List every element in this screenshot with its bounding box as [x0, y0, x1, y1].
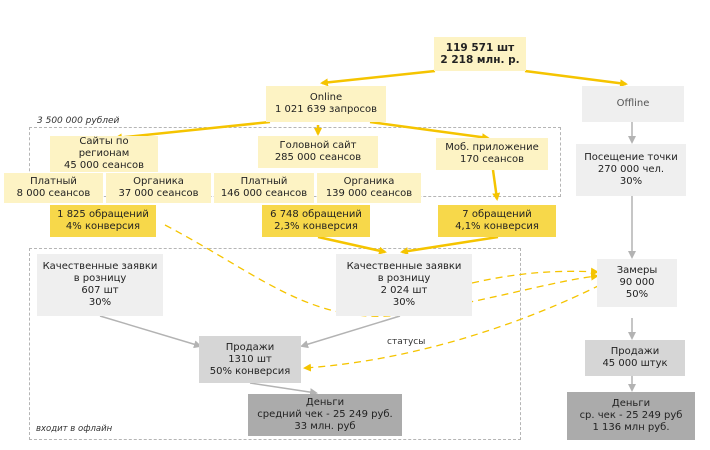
conv-mobile-line1: 7 обращений: [462, 209, 532, 220]
leads-retail-mid-line3: 2 024 шт: [380, 285, 428, 296]
leads-retail-left-line1: Качественные заявки: [42, 261, 158, 272]
conv-regions-line2: 4% конверсия: [65, 221, 141, 232]
offline-included-frame: [29, 248, 521, 440]
paid-regions-node: Платный 8 000 сеансов: [4, 173, 103, 203]
conv-main-line1: 6 748 обращений: [270, 209, 362, 220]
paid-main-line1: Платный: [240, 176, 288, 187]
sales-offline-line2: 45 000 штук: [602, 358, 668, 369]
arrow-leads-to-measurements: [471, 267, 599, 284]
organic-main-line2: 139 000 сеансов: [325, 188, 413, 199]
offline-note: входит в офлайн: [36, 424, 113, 434]
measurements-line3: 50%: [625, 289, 649, 300]
measurements-node: Замеры 90 000 50%: [597, 259, 677, 307]
arrow-leads-left-to-sales: [99, 315, 202, 349]
sales-offline-node: Продажи 45 000 штук: [585, 340, 685, 376]
arrow-sales-to-money: [249, 382, 318, 397]
statuses-label: статусы: [387, 337, 426, 347]
paid-main-node: Платный 146 000 сеансов: [214, 173, 314, 203]
money-online-line3: 33 млн. руб: [294, 421, 356, 432]
mobile-app-line2: 170 сеансов: [459, 154, 525, 165]
total-line1: 119 571 шт: [445, 42, 515, 54]
organic-regions-line1: Органика: [133, 176, 184, 187]
arrow-online-mobile: [369, 120, 490, 142]
arrow-leads-mid-to-sales: [300, 315, 401, 349]
arrow-main-conv-to-leads: [317, 235, 387, 255]
measurements-line2: 90 000: [619, 277, 655, 288]
organic-main-node: Органика 139 000 сеансов: [317, 173, 421, 203]
money-offline-node: Деньги ср. чек - 25 249 руб 1 136 млн ру…: [567, 392, 695, 440]
leads-retail-left-node: Качественные заявки в розницу 607 шт 30%: [37, 254, 163, 316]
leads-retail-mid-node: Качественные заявки в розницу 2 024 шт 3…: [336, 254, 472, 316]
total-line2: 2 218 млн. р.: [440, 54, 520, 66]
mobile-app-line1: Моб. приложение: [445, 142, 539, 153]
online-node: Online 1 021 639 запросов: [266, 86, 386, 122]
visit-point-line1: Посещение точки: [584, 152, 678, 163]
money-offline-line2: ср. чек - 25 249 руб: [579, 410, 683, 421]
mobile-app-node: Моб. приложение 170 сеансов: [436, 138, 548, 170]
leads-retail-mid-line2: в розницу: [377, 273, 431, 284]
money-online-line2: средний чек - 25 249 руб.: [257, 409, 393, 420]
regions-site-node: Сайты по регионам 45 000 сеансов: [50, 136, 158, 172]
main-site-line2: 285 000 сеансов: [274, 152, 362, 163]
organic-regions-node: Органика 37 000 сеансов: [106, 173, 211, 203]
organic-regions-line2: 37 000 сеансов: [118, 188, 199, 199]
conv-regions-line1: 1 825 обращений: [57, 209, 149, 220]
arrow-online-regions: [114, 120, 271, 142]
sales-offline-line1: Продажи: [610, 346, 660, 357]
conv-mobile-line2: 4,1% конверсия: [455, 221, 539, 232]
visit-point-line3: 30%: [619, 176, 643, 187]
main-site-line1: Головной сайт: [279, 140, 357, 151]
online-line2: 1 021 639 запросов: [274, 104, 378, 115]
money-offline-line3: 1 136 млн руб.: [592, 422, 670, 433]
arrow-mobile-conv-to-leads: [400, 235, 499, 256]
measurements-line1: Замеры: [616, 265, 658, 276]
arrow-total-offline: [524, 69, 628, 88]
main-site-node: Головной сайт 285 000 сеансов: [258, 136, 378, 168]
sales-online-node: Продажи 1310 шт 50% конверсия: [199, 336, 301, 383]
conv-main-node: 6 748 обращений 2,3% конверсия: [262, 205, 370, 237]
offline-line1: Offline: [616, 98, 650, 109]
organic-main-line1: Органика: [343, 176, 395, 187]
sales-online-line3: 50% конверсия: [209, 365, 291, 377]
money-online-line1: Деньги: [305, 397, 345, 408]
offline-node: Offline: [582, 86, 684, 122]
paid-main-line2: 146 000 сеансов: [220, 188, 308, 199]
online-line1: Online: [309, 92, 343, 103]
visit-point-line2: 270 000 чел.: [597, 164, 665, 175]
regions-site-line2: регионам: [78, 148, 130, 159]
leads-retail-left-line2: в розницу: [73, 273, 127, 284]
regions-site-line3: 45 000 сеансов: [64, 160, 144, 171]
paid-regions-line2: 8 000 сеансов: [16, 188, 91, 199]
arrow-mobile-conv: [491, 169, 501, 201]
sales-online-line1: Продажи: [225, 341, 275, 353]
sales-online-line2: 1310 шт: [228, 353, 272, 365]
arrow-total-online: [320, 69, 436, 87]
leads-retail-mid-line4: 30%: [392, 297, 416, 308]
budget-note: 3 500 000 рублей: [37, 116, 120, 126]
leads-retail-left-line3: 607 шт: [81, 285, 119, 296]
conv-mobile-node: 7 обращений 4,1% конверсия: [438, 205, 556, 237]
regions-site-line1: Сайты по: [79, 136, 129, 147]
total-node: 119 571 шт 2 218 млн. р.: [434, 37, 526, 71]
visit-point-node: Посещение точки 270 000 чел. 30%: [576, 144, 686, 196]
leads-retail-mid-line1: Качественные заявки: [346, 261, 462, 272]
conv-main-line2: 2,3% конверсия: [274, 221, 358, 232]
paid-regions-line1: Платный: [30, 176, 77, 187]
money-online-node: Деньги средний чек - 25 249 руб. 33 млн.…: [248, 394, 402, 436]
conv-regions-node: 1 825 обращений 4% конверсия: [50, 205, 156, 237]
money-offline-line1: Деньги: [611, 398, 651, 409]
leads-retail-left-line4: 30%: [88, 297, 112, 308]
